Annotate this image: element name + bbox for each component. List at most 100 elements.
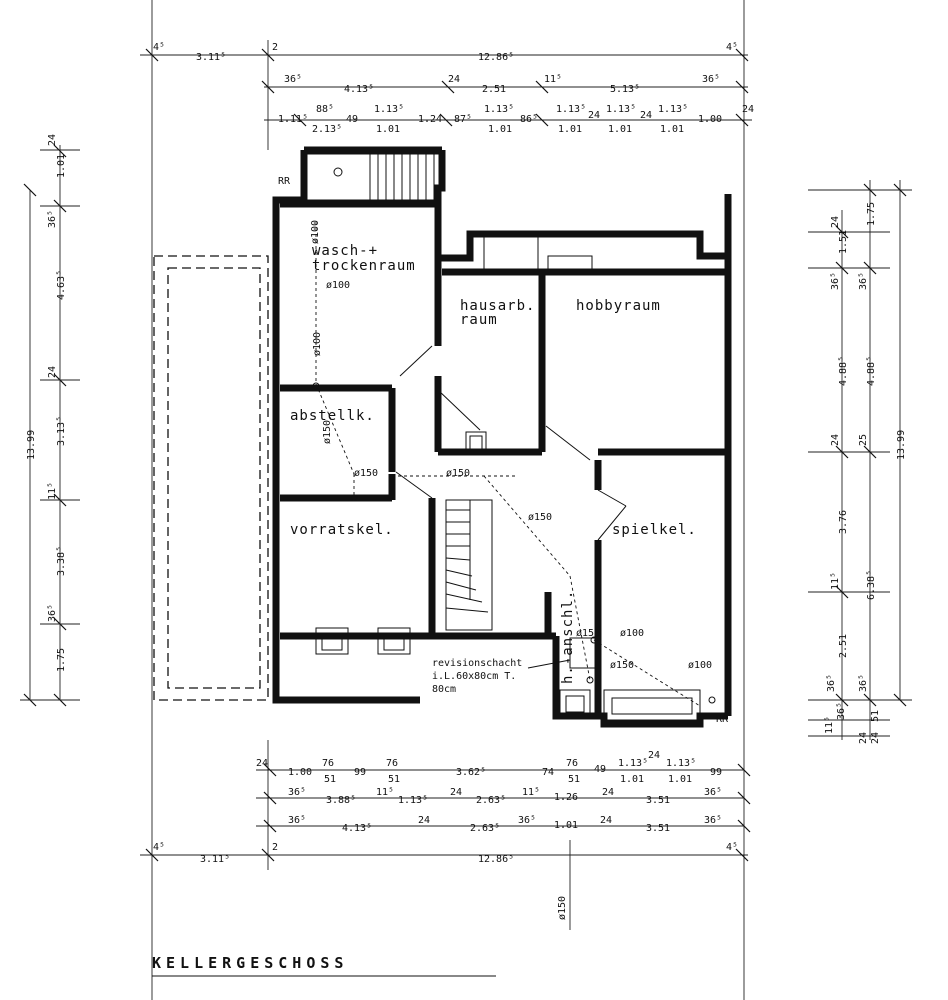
dim-bottom: 4⁵ <box>726 842 738 853</box>
dim-top: 1.01 <box>608 124 632 135</box>
dim-bottom: 24 <box>600 815 612 826</box>
dim-left: 1.75 <box>56 648 67 672</box>
dim-bottom: 36⁵ <box>704 787 722 798</box>
room-label-abstell: abstellk. <box>290 408 375 424</box>
dim-bottom: 99 <box>710 767 722 778</box>
dim-right: 6.38⁵ <box>866 570 877 600</box>
dim-left: 24 <box>47 366 58 378</box>
dim-left: 36⁵ <box>47 604 58 622</box>
dim-right: 36⁵ <box>858 674 869 692</box>
room-label-trocken: trockenraum <box>312 258 416 274</box>
dim-bottom: 1.26 <box>554 792 578 803</box>
dim-right: 36⁵ <box>836 702 847 720</box>
dim-top: 36⁵ <box>284 74 302 85</box>
dim-top: 36⁵ <box>702 74 720 85</box>
dim-top: 2.13⁵ <box>312 124 342 135</box>
dim-bottom: 1.13⁵ <box>398 795 428 806</box>
stairs <box>305 153 493 631</box>
walls <box>272 146 732 728</box>
note-revision-line3: 80cm <box>432 684 456 695</box>
dim-bottom: 36⁵ <box>288 815 306 826</box>
dim-bottom: 3.11⁵ <box>200 854 230 865</box>
dim-top: 1.24 <box>418 114 442 125</box>
dim-bottom: 51 <box>388 774 400 785</box>
note-revision-line1: revisionschacht <box>432 658 522 669</box>
dim-bottom: 24 <box>602 787 614 798</box>
dim-top: 86⁵ <box>520 114 538 125</box>
dim-bottom: 36⁵ <box>518 815 536 826</box>
dim-bottom: 2 <box>272 842 278 853</box>
dim-right: 24 <box>830 216 841 228</box>
dim-bottom: 49 <box>594 764 606 775</box>
dim-bottom: 24 <box>418 815 430 826</box>
doors <box>395 345 627 541</box>
pipe-label: ø100 <box>310 220 321 244</box>
revision-shaft <box>569 637 597 669</box>
dim-top: 24 <box>448 74 460 85</box>
dim-bottom: 1.13⁵ <box>618 758 648 769</box>
dim-right: 25 <box>858 434 869 446</box>
dim-left: 13.99 <box>26 430 37 460</box>
dim-top: 49 <box>346 114 358 125</box>
dim-bottom: 2.63⁵ <box>470 823 500 834</box>
dim-top: 88⁵ <box>316 104 334 115</box>
dim-right: 1.75 <box>866 202 877 226</box>
bottom-dimension-lines <box>140 763 751 862</box>
dim-left: 1.01 <box>56 154 67 178</box>
dim-right: 51 <box>870 710 881 722</box>
note-revision-line2: i.L.60x80cm T. <box>432 671 516 682</box>
room-label-hobby: hobbyraum <box>576 298 661 314</box>
pipe-label: ø100 <box>326 280 350 291</box>
dim-bottom: 51 <box>324 774 336 785</box>
top-dimension-texts: 4⁵ 3.11⁵ 2 12.86⁵ 4⁵ 36⁵ 4.13⁵ 24 2.51 1… <box>153 42 754 135</box>
pipe-label: ø150 <box>576 628 600 639</box>
dim-top: 4.13⁵ <box>344 84 374 95</box>
right-dimension-texts: 24 1.51 36⁵ 4.88⁵ 24 3.76 11⁵ 2.51 36⁵ 1… <box>824 202 907 744</box>
dim-right: 13.99 <box>896 430 907 460</box>
dim-top: 12.86⁵ <box>478 52 514 63</box>
dim-bottom: 51 <box>568 774 580 785</box>
dim-bottom: 3.51 <box>646 795 670 806</box>
dim-top: 1.01 <box>558 124 582 135</box>
dim-left: 24 <box>47 134 58 146</box>
dim-bottom: 2.63⁵ <box>476 795 506 806</box>
dim-left: 3.13⁵ <box>56 416 67 446</box>
dim-bottom: 11⁵ <box>522 787 540 798</box>
dim-top: 87⁵ <box>454 114 472 125</box>
dim-right: 1.51 <box>838 230 849 254</box>
dim-top: 1.01 <box>660 124 684 135</box>
dim-bottom: 1.01 <box>668 774 692 785</box>
dim-right: 4.88⁵ <box>866 356 877 386</box>
room-label-spiel: spielkel. <box>612 522 697 538</box>
drawing-title: KELLERGESCHOSS <box>152 954 348 972</box>
dim-top: 1.13⁵ <box>606 104 636 115</box>
pipe-label: ø100 <box>620 628 644 639</box>
dim-top: 4⁵ <box>726 42 738 53</box>
top-dimension-lines <box>140 48 752 127</box>
dim-left: 36⁵ <box>47 210 58 228</box>
dim-bottom: 36⁵ <box>704 815 722 826</box>
dim-right: 11⁵ <box>824 716 835 734</box>
revision-leader <box>527 659 571 669</box>
pipe-label: ø100 <box>312 332 323 356</box>
room-label-raum: raum <box>460 312 498 328</box>
dim-bottom: 36⁵ <box>288 787 306 798</box>
dim-right: 36⁵ <box>830 272 841 290</box>
dim-top: 3.11⁵ <box>196 52 226 63</box>
dim-top: 24 <box>588 110 600 121</box>
pipe-label: ø150 <box>528 512 552 523</box>
dim-right: 36⁵ <box>826 674 837 692</box>
dim-bottom: 99 <box>354 767 366 778</box>
room-labels: wasch-+ trockenraum hausarb. raum hobbyr… <box>290 243 697 684</box>
room-label-vorrat: vorratskel. <box>290 522 394 538</box>
pipe-label: ø100 <box>688 660 712 671</box>
dim-bottom: 4⁵ <box>153 842 165 853</box>
right-dimension-lines <box>808 180 912 740</box>
dim-top: 11⁵ <box>544 74 562 85</box>
dim-right: 4.88⁵ <box>838 356 849 386</box>
dim-right: 24 <box>830 434 841 446</box>
dim-bottom: 3.51 <box>646 823 670 834</box>
dim-top: 1.13⁵ <box>556 104 586 115</box>
pipe-label: ø150 <box>354 468 378 479</box>
